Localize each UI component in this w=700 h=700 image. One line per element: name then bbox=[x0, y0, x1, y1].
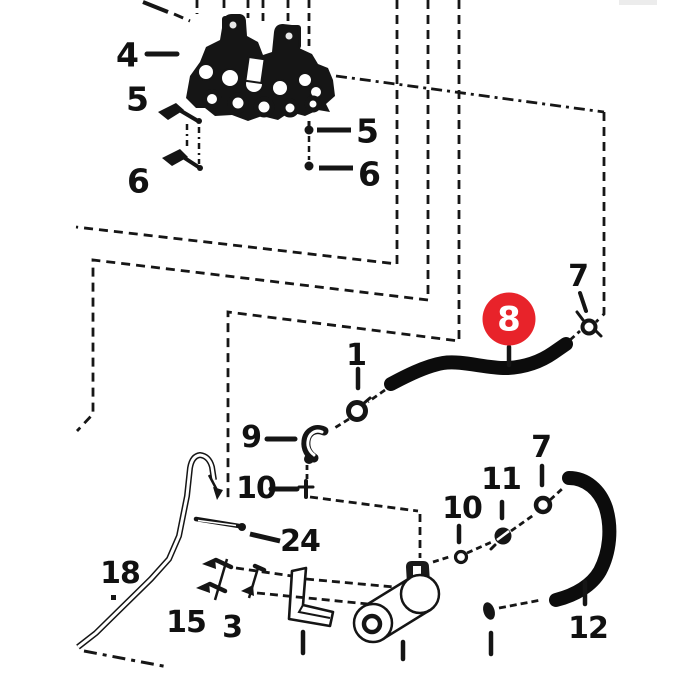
callout-10-left: 10 bbox=[236, 471, 277, 506]
bracket-6-left bbox=[162, 124, 203, 171]
callout-11: 11 bbox=[481, 462, 522, 497]
callout-7-right: 7 bbox=[531, 430, 552, 465]
machine-outline bbox=[75, 0, 606, 669]
assembly-axis-lines bbox=[235, 566, 395, 606]
bolt-6-right bbox=[304, 136, 353, 171]
fitting-10-left bbox=[297, 479, 422, 558]
fitting-7-top bbox=[569, 310, 603, 342]
callout-5-left: 5 bbox=[126, 79, 149, 119]
leader-lines bbox=[144, 51, 588, 662]
stud-3 bbox=[241, 563, 267, 599]
elbow-9 bbox=[301, 425, 329, 479]
control-valve-assembly bbox=[186, 14, 335, 121]
plug bbox=[483, 598, 542, 620]
callout-3: 3 bbox=[222, 610, 243, 645]
fitting-11 bbox=[466, 527, 512, 555]
bracket-15 bbox=[196, 557, 234, 601]
callout-18: 18 bbox=[100, 556, 141, 591]
fitting-10-right bbox=[432, 549, 469, 565]
callout-9: 9 bbox=[241, 420, 262, 455]
callout-4: 4 bbox=[116, 35, 139, 75]
highlighted-part-badge-8[interactable]: 8 bbox=[482, 292, 536, 346]
scrollbar-artifact bbox=[619, 0, 657, 5]
hose-12 bbox=[549, 471, 617, 607]
tube-18 bbox=[76, 451, 223, 650]
hose-8 bbox=[384, 337, 573, 391]
pump-cylinder bbox=[352, 561, 441, 644]
callout-5-right: 5 bbox=[356, 111, 379, 151]
fitting-7-right bbox=[510, 487, 563, 533]
callout-6-left: 6 bbox=[127, 161, 150, 201]
callout-10-right: 10 bbox=[442, 491, 483, 526]
connector-1 bbox=[332, 388, 386, 431]
callout-12: 12 bbox=[568, 611, 609, 646]
callout-15: 15 bbox=[166, 605, 207, 640]
bolt-5-right bbox=[304, 121, 351, 135]
callout-6-right: 6 bbox=[358, 154, 381, 194]
callout-1: 1 bbox=[346, 338, 367, 373]
callout-24: 24 bbox=[280, 524, 321, 559]
l-bracket bbox=[287, 566, 335, 628]
bracket-5-left bbox=[158, 103, 202, 124]
callout-7-top: 7 bbox=[568, 259, 589, 294]
rod-24 bbox=[193, 516, 281, 544]
